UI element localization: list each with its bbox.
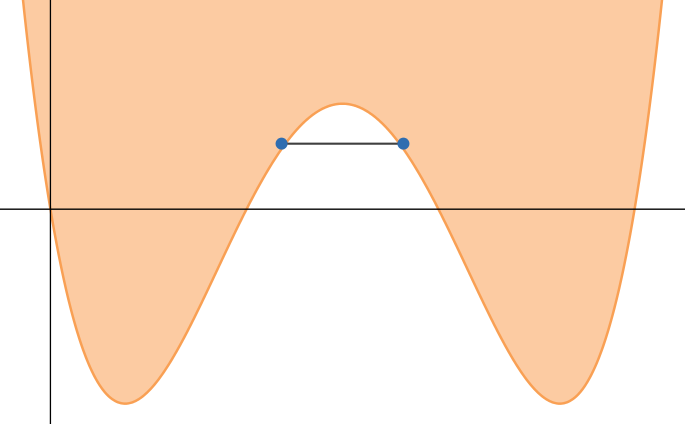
segment-point-1 bbox=[275, 137, 288, 150]
segment-point-2 bbox=[397, 137, 410, 150]
curve-line bbox=[21, 0, 664, 405]
segment-points bbox=[275, 137, 410, 150]
fill-region bbox=[0, 0, 685, 404]
